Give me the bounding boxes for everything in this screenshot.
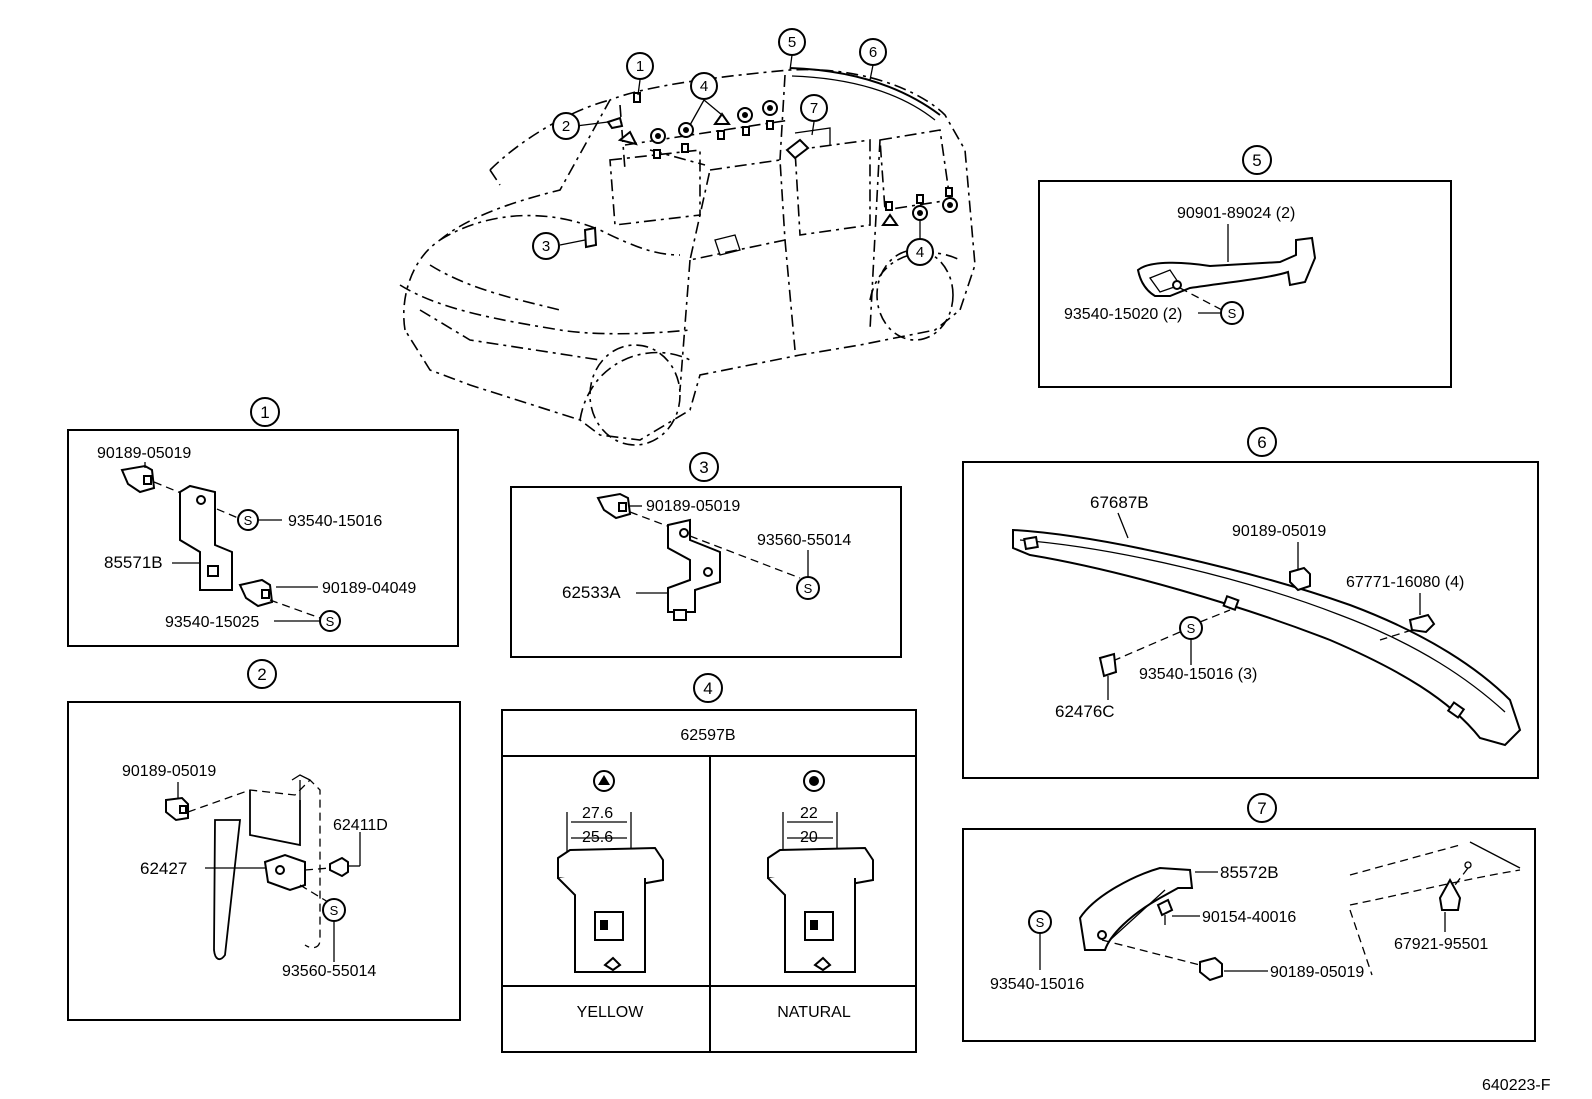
car-callout-7: 7 [810,100,818,117]
s6-part-90189-05019: 90189-05019 [1232,523,1326,540]
s1-part-93540-15025: 93540-15025 [165,614,259,631]
car-callout-2: 2 [562,118,570,135]
section-3: 3 90189-05019 S 93560-55014 62533A [510,452,902,658]
s2-part-62411d: 62411D [333,817,388,834]
section-2-number: 2 [257,665,266,684]
car-callout-5: 5 [788,34,796,51]
s4-color-natural: NATURAL [777,1004,851,1021]
s-symbol: S [1228,306,1237,321]
s4-dim-left-outer: 27.6 [582,805,613,822]
s3-part-90189-05019: 90189-05019 [646,498,740,515]
section-1: 1 S 90189-05019 93540-15016 85571B 90189… [67,397,459,647]
s7-part-90154-40016: 90154-40016 [1202,909,1296,926]
s5-part-93540-15020: 93540-15020 (2) [1064,306,1182,323]
s4-dim-left-inner: 25.6 [582,829,613,846]
s-symbol: S [1036,915,1045,930]
s7-part-90189-05019: 90189-05019 [1270,964,1364,981]
s-symbol: S [244,513,253,528]
section-6: 6 67687B 90189-05019 67771-16080 (4) S 9… [962,427,1539,779]
car-callout-4b: 4 [916,244,924,261]
s4-dim-right-outer: 22 [800,805,818,822]
s5-part-90901-89024: 90901-89024 (2) [1177,205,1295,222]
section-2: 2 90189-05019 62427 62411D S 93560-55014 [67,659,461,1021]
s6-part-93540-15016: 93540-15016 (3) [1139,666,1257,683]
s-symbol: S [1187,621,1196,636]
s7-part-93540-15016: 93540-15016 [990,976,1084,993]
s6-part-67687b: 67687B [1090,493,1149,512]
s4-color-yellow: YELLOW [577,1004,645,1021]
figure-code: 640223-F [1482,1077,1551,1094]
section-6-number: 6 [1257,433,1266,452]
section-4: 4 62597B 27.6 25.6 22 20 YELLOW [501,673,917,1053]
car-callout-4: 4 [700,78,708,95]
section-3-number: 3 [699,458,708,477]
section-5: 5 90901-89024 (2) S 93540-15020 (2) [1038,145,1452,388]
s7-part-85572b: 85572B [1220,863,1279,882]
s-symbol: S [804,581,813,596]
section-7: 7 85572B 90154-40016 90189-05019 S 93540… [962,793,1536,1042]
car-callout-3: 3 [542,238,550,255]
car-callout-6: 6 [869,44,877,61]
section-4-number: 4 [703,679,712,698]
section-5-number: 5 [1252,151,1261,170]
s4-header: 62597B [680,727,735,744]
s6-part-62476c: 62476C [1055,702,1115,721]
s3-part-62533a: 62533A [562,583,621,602]
s2-part-62427: 62427 [140,859,187,878]
section-7-number: 7 [1257,799,1266,818]
s3-part-93560-55014: 93560-55014 [757,532,851,549]
s-symbol: S [326,614,335,629]
section-1-number: 1 [260,403,269,422]
s1-part-85571b: 85571B [104,553,163,572]
s1-part-93540-15016: 93540-15016 [288,513,382,530]
van-illustration: 1 2 3 4 5 6 7 4 [399,28,976,446]
car-callout-1: 1 [636,58,644,75]
s1-part-90189-05019: 90189-05019 [97,445,191,462]
s6-part-67771-16080: 67771-16080 (4) [1346,574,1464,591]
s2-part-90189-05019: 90189-05019 [122,763,216,780]
s-symbol: S [330,903,339,918]
s1-part-90189-04049: 90189-04049 [322,580,416,597]
s4-dim-right-inner: 20 [800,829,818,846]
s7-part-67921-95501: 67921-95501 [1394,936,1488,953]
s2-part-93560-55014: 93560-55014 [282,963,376,980]
